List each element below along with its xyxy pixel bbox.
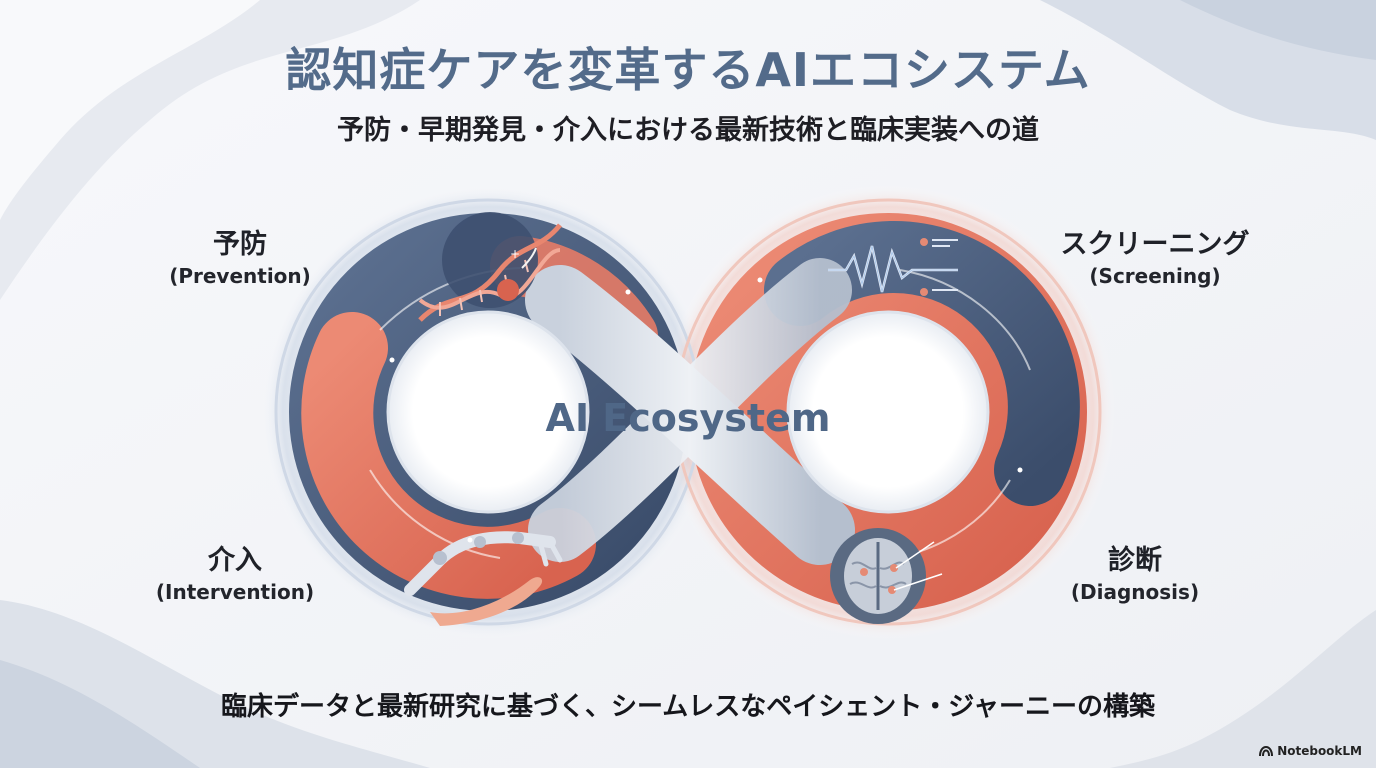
stage-screening: スクリーニング (Screening) [1030, 228, 1280, 290]
notebooklm-logo-icon [1259, 745, 1274, 757]
stage-diagnosis: 診断 (Diagnosis) [1050, 544, 1220, 606]
notebooklm-label: NotebookLM [1277, 744, 1362, 758]
stage-screening-en: (Screening) [1089, 264, 1221, 288]
stage-screening-jp: スクリーニング [1060, 229, 1250, 260]
stage-intervention: 介入 (Intervention) [140, 544, 330, 606]
stage-prevention: 予防 (Prevention) [150, 228, 330, 290]
stage-diagnosis-jp: 診断 [1108, 545, 1162, 576]
left-loop-coral-band [301, 312, 596, 599]
crossing-ribbon-b [528, 258, 852, 562]
brain-scan-icon [830, 528, 943, 624]
stage-diagnosis-en: (Diagnosis) [1070, 580, 1200, 604]
stage-intervention-en: (Intervention) [155, 580, 315, 604]
right-loop-navy-band [764, 221, 1080, 506]
waveform-icon [828, 238, 958, 296]
stage-prevention-jp: 予防 [213, 229, 267, 260]
page-title: 認知症ケアを変革するAIエコシステム [285, 43, 1091, 97]
stage-intervention-jp: 介入 [208, 545, 262, 576]
right-loop-hole [788, 312, 988, 512]
dna-icon: + [418, 212, 562, 322]
notebooklm-badge: NotebookLM [1259, 744, 1362, 758]
svg-text:+: + [510, 247, 520, 261]
robot-hand-icon [404, 531, 563, 626]
page-subtitle: 予防・早期発見・介入における最新技術と臨床実装への道 [337, 115, 1039, 146]
stage-prevention-en: (Prevention) [169, 264, 311, 288]
footer-caption: 臨床データと最新研究に基づく、シームレスなペイシェント・ジャーニーの構築 [221, 692, 1155, 722]
center-label: AI Ecosystem [545, 396, 831, 440]
left-loop-hole [388, 312, 588, 512]
